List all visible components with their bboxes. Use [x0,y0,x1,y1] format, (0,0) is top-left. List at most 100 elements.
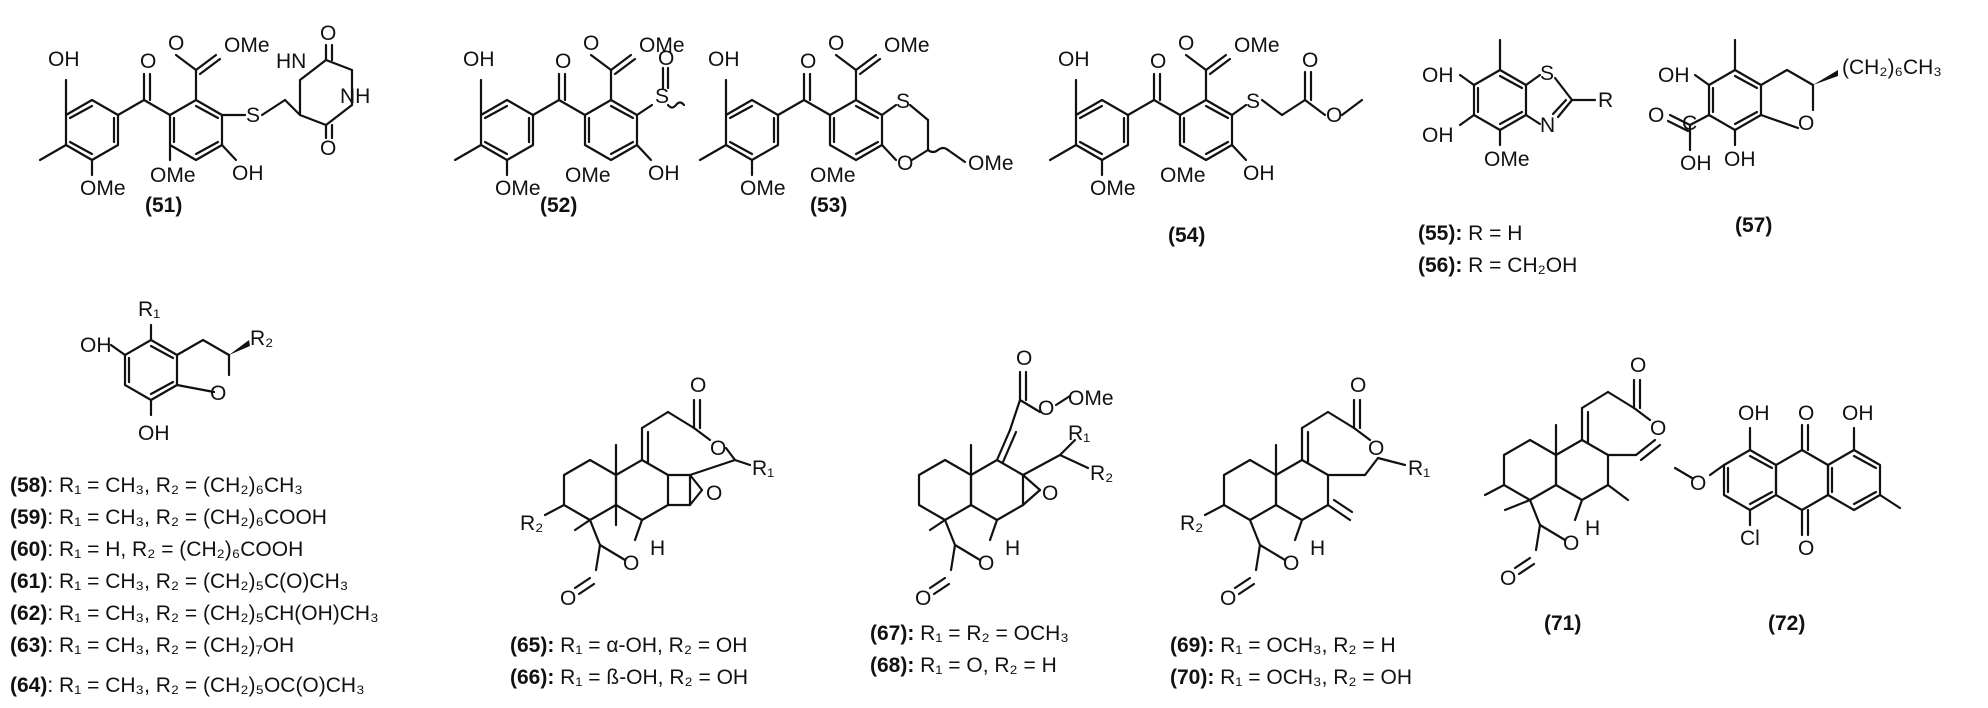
legend-text: R₁ = OCH₃, R₂ = H [1214,634,1395,657]
atom-o: O [706,482,722,505]
legend-68: (68): R₁ = O, R₂ = H [870,654,1057,677]
structure-57: OH O C OH OH O (CH₂)₆CH₃ (57) [1648,38,1942,237]
atom-o: O [1630,354,1646,377]
legend-56: (56): R = CH₂OH [1418,254,1577,277]
legend-text: R₁ = OCH₃, R₂ = OH [1214,666,1412,689]
atom-oh: OH [1724,148,1756,171]
atom-oh: OH [48,48,80,71]
legend-text: : R₁ = CH₃, R₂ = (CH₂)₅C(O)CH₃ [47,570,348,593]
atom-n: N [1540,114,1555,137]
atom-o: O [210,382,226,405]
atom-oh: OH [1738,402,1770,425]
legend-id: (62) [10,602,47,625]
structure-58-64: R₁ R₂ OH O OH (58): R₁ = CH₃, R₂ = (CH₂)… [10,298,379,697]
atom-oh: OH [1058,48,1090,71]
atom-o: O [320,137,336,160]
atom-o: O [800,50,816,73]
structure-55-56: OH OH S N R OMe (55): R = H (56): R = CH… [1418,38,1613,277]
compound-label-51: (51) [145,194,182,217]
atom-o: O [1178,32,1194,55]
legend-text: R₁ = O, R₂ = H [914,654,1056,677]
atom-ome: OMe [1068,387,1114,410]
legend-text: : R₁ = CH₃, R₂ = (CH₂)₆CH₃ [47,474,302,497]
atom-oh: OH [138,422,170,445]
compound-label-53: (53) [810,194,847,217]
structure-52: OH OMe O OMe O OMe OH S O (52) [453,32,686,217]
atom-o: O [623,552,639,575]
legend-55: (55): R = H [1418,222,1522,245]
legend-60: (60): R₁ = H, R₂ = (CH₂)₆COOH [10,538,303,561]
legend-text: : R₁ = CH₃, R₂ = (CH₂)₅CH(OH)CH₃ [47,602,378,625]
legend-id: (70): [1170,666,1214,689]
atom-s: S [655,85,669,108]
structure-71: O O O H O (71) [1483,354,1666,635]
atom-oh: OH [648,162,680,185]
legend-70: (70): R₁ = OCH₃, R₂ = OH [1170,666,1412,689]
atom-o: O [1350,374,1366,397]
atom-h: H [650,537,665,560]
atom-o: O [140,50,156,73]
legend-61: (61): R₁ = CH₃, R₂ = (CH₂)₅C(O)CH₃ [10,570,348,593]
structure-67-68: O O OMe R₁ R₂ O O H O (67): R₁ = R₂ = OC… [870,347,1114,677]
legend-text: R = CH₂OH [1462,254,1577,277]
legend-66: (66): R₁ = ß-OH, R₂ = OH [510,666,748,689]
legend-text: R₁ = ß-OH, R₂ = OH [554,666,748,689]
legend-id: (60) [10,538,47,561]
atom-r2: R₂ [1090,462,1113,485]
atom-oh: OH [1658,64,1690,87]
atom-ome: OMe [495,177,541,200]
legend-text: R₁ = α-OH, R₂ = OH [554,634,747,657]
atom-ome: OMe [565,164,611,187]
legend-64: (64): R₁ = CH₃, R₂ = (CH₂)₅OC(O)CH₃ [10,674,365,697]
legend-62: (62): R₁ = CH₃, R₂ = (CH₂)₅CH(OH)CH₃ [10,602,379,625]
structure-51: OH OMe O OMe O OMe OH S HN NH O O (51) [38,22,370,217]
atom-s: S [896,90,910,113]
atom-o: O [1220,587,1236,610]
atom-ome: OMe [224,34,270,57]
structure-65-66: O O R₁ O R₂ O H O (65): R₁ = α-OH, R₂ = … [510,374,774,689]
atom-o: O [897,152,913,175]
legend-id: (58) [10,474,47,497]
atom-o: O [1016,347,1032,370]
atom-o: O [710,437,726,460]
legend-text: : R₁ = H, R₂ = (CH₂)₆COOH [47,538,303,561]
atom-o: O [1690,472,1706,495]
legend-id: (66): [510,666,554,689]
atom-r1: R₁ [1068,422,1090,445]
legend-id: (56): [1418,254,1462,277]
atom-h: H [1310,537,1325,560]
atom-o: O [1042,482,1058,505]
atom-oh: OH [1680,152,1712,175]
legend-text: R₁ = R₂ = OCH₃ [914,622,1069,645]
atom-oh: OH [1243,162,1275,185]
legend-id: (55): [1418,222,1462,245]
substituent-heptyl: (CH₂)₆CH₃ [1842,56,1942,79]
atom-o: O [1500,567,1516,590]
legend-65: (65): R₁ = α-OH, R₂ = OH [510,634,747,657]
atom-o: O [690,374,706,397]
atom-ome: OMe [150,164,196,187]
atom-oh: OH [1422,64,1454,87]
compound-label-72: (72) [1768,612,1805,635]
atom-ome: OMe [1234,34,1280,57]
atom-ome: OMe [1160,164,1206,187]
atom-r1: R₁ [752,457,774,480]
atom-r2: R₂ [1180,512,1203,535]
atom-o: O [1326,104,1342,127]
atom-oh: OH [463,48,495,71]
atom-ome: OMe [1484,148,1530,171]
structure-54: OH OMe O OMe O OMe OH S O O (54) [1048,32,1364,247]
atom-s: S [246,104,260,127]
atom-ome: OMe [810,164,856,187]
atom-r2: R₂ [520,512,543,535]
atom-h: H [1005,537,1020,560]
atom-o: O [978,552,994,575]
atom-o: O [555,50,571,73]
atom-o: O [1798,402,1814,425]
atom-o: O [1798,112,1814,135]
atom-r1: R₁ [138,298,160,321]
legend-id: (68): [870,654,914,677]
atom-o: O [1038,397,1054,420]
atom-r: R [1598,89,1613,112]
